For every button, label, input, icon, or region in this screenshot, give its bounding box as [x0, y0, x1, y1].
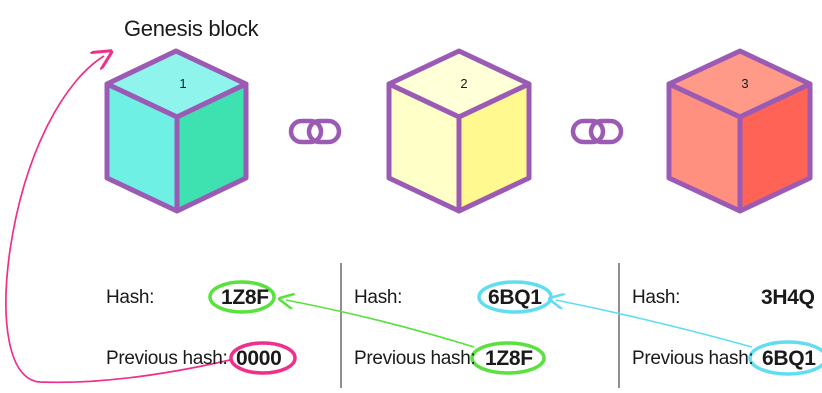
- block-2-previous-hash-label: Previous hash:: [354, 348, 476, 369]
- block-1-cube-right: [174, 81, 249, 214]
- block-2-cube-right: [456, 81, 532, 214]
- block-3-number: 3: [741, 76, 748, 91]
- block-1-hash-label: Hash:: [106, 287, 155, 308]
- chain-link-icon: [288, 118, 342, 145]
- block-3-cube-right: [737, 81, 813, 214]
- previous-hash-highlight-oval: [470, 341, 546, 375]
- block-3-hash-value: 3H4Q: [761, 286, 815, 309]
- block-3-hash-label: Hash:: [632, 287, 681, 308]
- reference-arrow-green: [286, 300, 475, 348]
- block-3-previous-hash-value: 6BQ1: [762, 347, 816, 370]
- previous-hash-highlight-oval: [748, 340, 822, 376]
- hash-highlight-oval: [208, 280, 276, 314]
- block-1-previous-hash-value: 0000: [236, 347, 282, 370]
- genesis-arrow-pink: [5, 56, 231, 384]
- block-3-cube: [666, 48, 813, 214]
- block-2-hash-value: 6BQ1: [488, 286, 542, 309]
- reference-arrow-cyan: [556, 300, 753, 348]
- block-1-number: 1: [179, 76, 186, 91]
- block-2-number: 2: [460, 76, 467, 91]
- block-1-cube: [104, 48, 249, 214]
- genesis-block-label: Genesis block: [124, 16, 259, 41]
- block-2-cube: [386, 48, 532, 214]
- block-3-previous-hash-label: Previous hash:: [632, 348, 754, 369]
- block-2-hash-label: Hash:: [354, 287, 403, 308]
- block-1-previous-hash-label: Previous hash:: [106, 348, 228, 369]
- block-2-previous-hash-value: 1Z8F: [485, 347, 533, 370]
- previous-hash-highlight-oval: [229, 341, 297, 375]
- chain-link-icon: [570, 118, 624, 145]
- block-1-hash-value: 1Z8F: [221, 286, 269, 309]
